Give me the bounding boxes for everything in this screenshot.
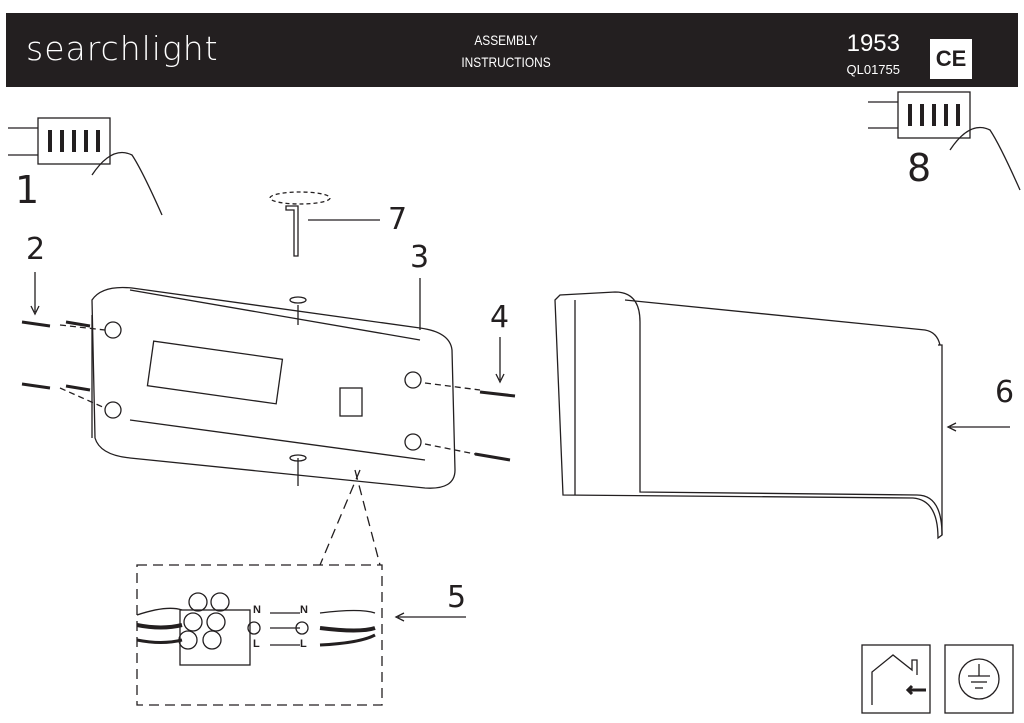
- step-6-label: 6: [995, 375, 1015, 410]
- lamp-shade: [554, 291, 943, 540]
- fuse-box-on-illustration: [868, 91, 1021, 191]
- brand-logo: searchlight: [26, 29, 219, 68]
- wall-bracket: [91, 286, 456, 489]
- step-1-label: 1: [15, 168, 40, 212]
- wire-live-label: L: [300, 638, 307, 650]
- fuse-box-off-illustration: [8, 117, 163, 216]
- product-code: QL01755: [846, 62, 901, 77]
- title-line-2: INSTRUCTIONS: [461, 54, 551, 70]
- wire-neutral-label: N: [300, 604, 308, 616]
- indoor-use-icon: [861, 644, 931, 714]
- terminal-live-label: L: [253, 638, 260, 650]
- terminal-detail: [136, 469, 383, 706]
- model-number: 1953: [846, 30, 900, 57]
- ce-mark: CE: [930, 39, 972, 79]
- step-7-label: 7: [388, 202, 408, 237]
- step-3-label: 3: [410, 240, 430, 275]
- step-2-label: 2: [26, 232, 46, 267]
- screw-set: [21, 320, 516, 462]
- class-1-earth-icon: [944, 644, 1014, 714]
- wall-screws: [59, 324, 481, 456]
- document-title: ASSEMBLY INSTRUCTIONS: [447, 29, 566, 73]
- terminal-neutral-label: N: [253, 604, 261, 616]
- allen-key: [269, 191, 380, 257]
- step-5-label: 5: [447, 580, 467, 615]
- header-bar: searchlight ASSEMBLY INSTRUCTIONS 1953 Q…: [6, 13, 1018, 87]
- step-8-label: 8: [907, 146, 932, 190]
- step-4-label: 4: [490, 300, 510, 335]
- pointer-lines: [30, 272, 1010, 622]
- title-line-1: ASSEMBLY: [474, 32, 538, 48]
